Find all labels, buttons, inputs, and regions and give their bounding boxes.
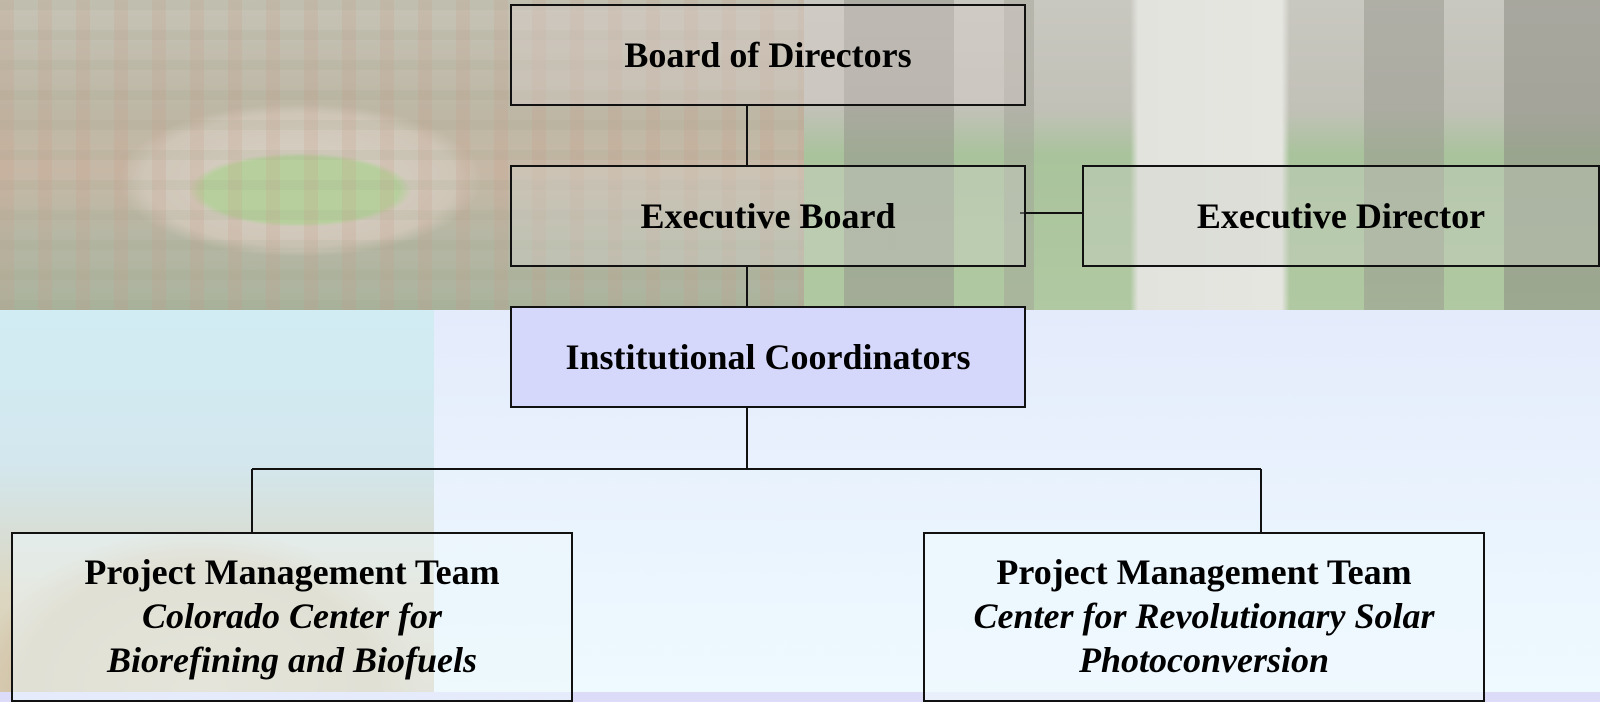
board-of-directors-label: Board of Directors [624, 35, 912, 75]
project-management-team-right-box: Project Management Team Center for Revol… [923, 532, 1485, 702]
pmt-left-subtitle-line2: Biorefining and Biofuels [106, 640, 478, 680]
pmt-left-title: Project Management Team [84, 552, 500, 592]
pmt-right-title: Project Management Team [996, 552, 1412, 592]
pmt-left-subtitle-line1: Colorado Center for [141, 596, 443, 636]
executive-board-box: Executive Board [510, 165, 1026, 267]
board-of-directors-box: Board of Directors [510, 4, 1026, 106]
pmt-right-subtitle-line2: Photoconversion [1078, 640, 1329, 680]
campus-stadium-photo [0, 0, 804, 310]
executive-director-box: Executive Director [1082, 165, 1600, 267]
executive-director-label: Executive Director [1196, 196, 1486, 236]
executive-board-label: Executive Board [640, 196, 896, 236]
pmt-right-subtitle-line1: Center for Revolutionary Solar [973, 596, 1435, 636]
institutional-coordinators-label: Institutional Coordinators [565, 337, 971, 377]
institutional-coordinators-box: Institutional Coordinators [510, 306, 1026, 408]
tree-lined-walkway-photo [804, 0, 1600, 310]
project-management-team-left-box: Project Management Team Colorado Center … [11, 532, 573, 702]
